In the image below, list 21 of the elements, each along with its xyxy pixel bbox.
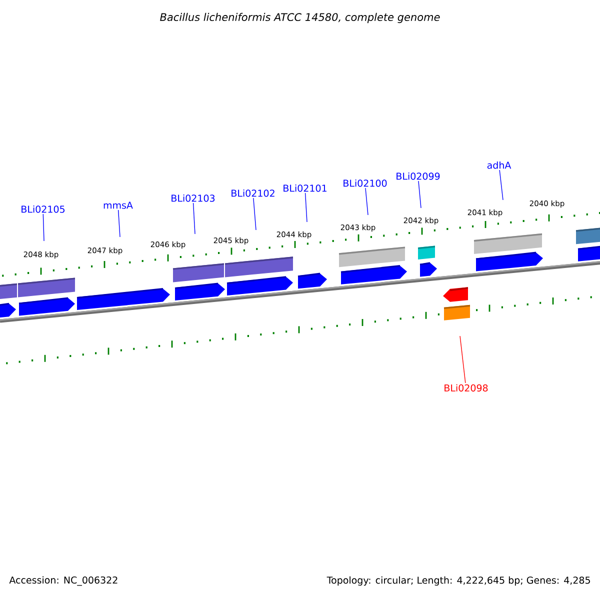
leader-line bbox=[499, 170, 504, 200]
gene-label: BLi02099 bbox=[396, 172, 440, 180]
leader-line bbox=[192, 202, 196, 234]
gene-label: BLi02098 bbox=[444, 384, 488, 392]
leader-line bbox=[365, 188, 368, 216]
leader-line bbox=[118, 210, 120, 238]
title: Bacillus licheniformis ATCC 14580, complete genome bbox=[160, 12, 440, 24]
leader-line bbox=[42, 214, 44, 242]
leader-line bbox=[418, 180, 422, 208]
leader-line bbox=[460, 336, 466, 384]
gene-label: BLi02102 bbox=[232, 189, 274, 197]
gene-label: mmsA bbox=[104, 202, 133, 209]
gene-label: adhA bbox=[487, 161, 512, 169]
gene-label: BLi02105 bbox=[22, 205, 64, 213]
gene-label: BLi02100 bbox=[344, 179, 387, 187]
gene-label: BLi02103 bbox=[172, 194, 215, 202]
footer-text: Topology: circular; Length: 4,222,645 bp; Genes: 4,285 bbox=[326, 576, 590, 586]
leader-line bbox=[253, 198, 256, 230]
gene-label: BLi02101 bbox=[284, 184, 326, 192]
footer-text: Accession: NC_006322 bbox=[9, 576, 118, 586]
leader-line bbox=[304, 192, 308, 222]
